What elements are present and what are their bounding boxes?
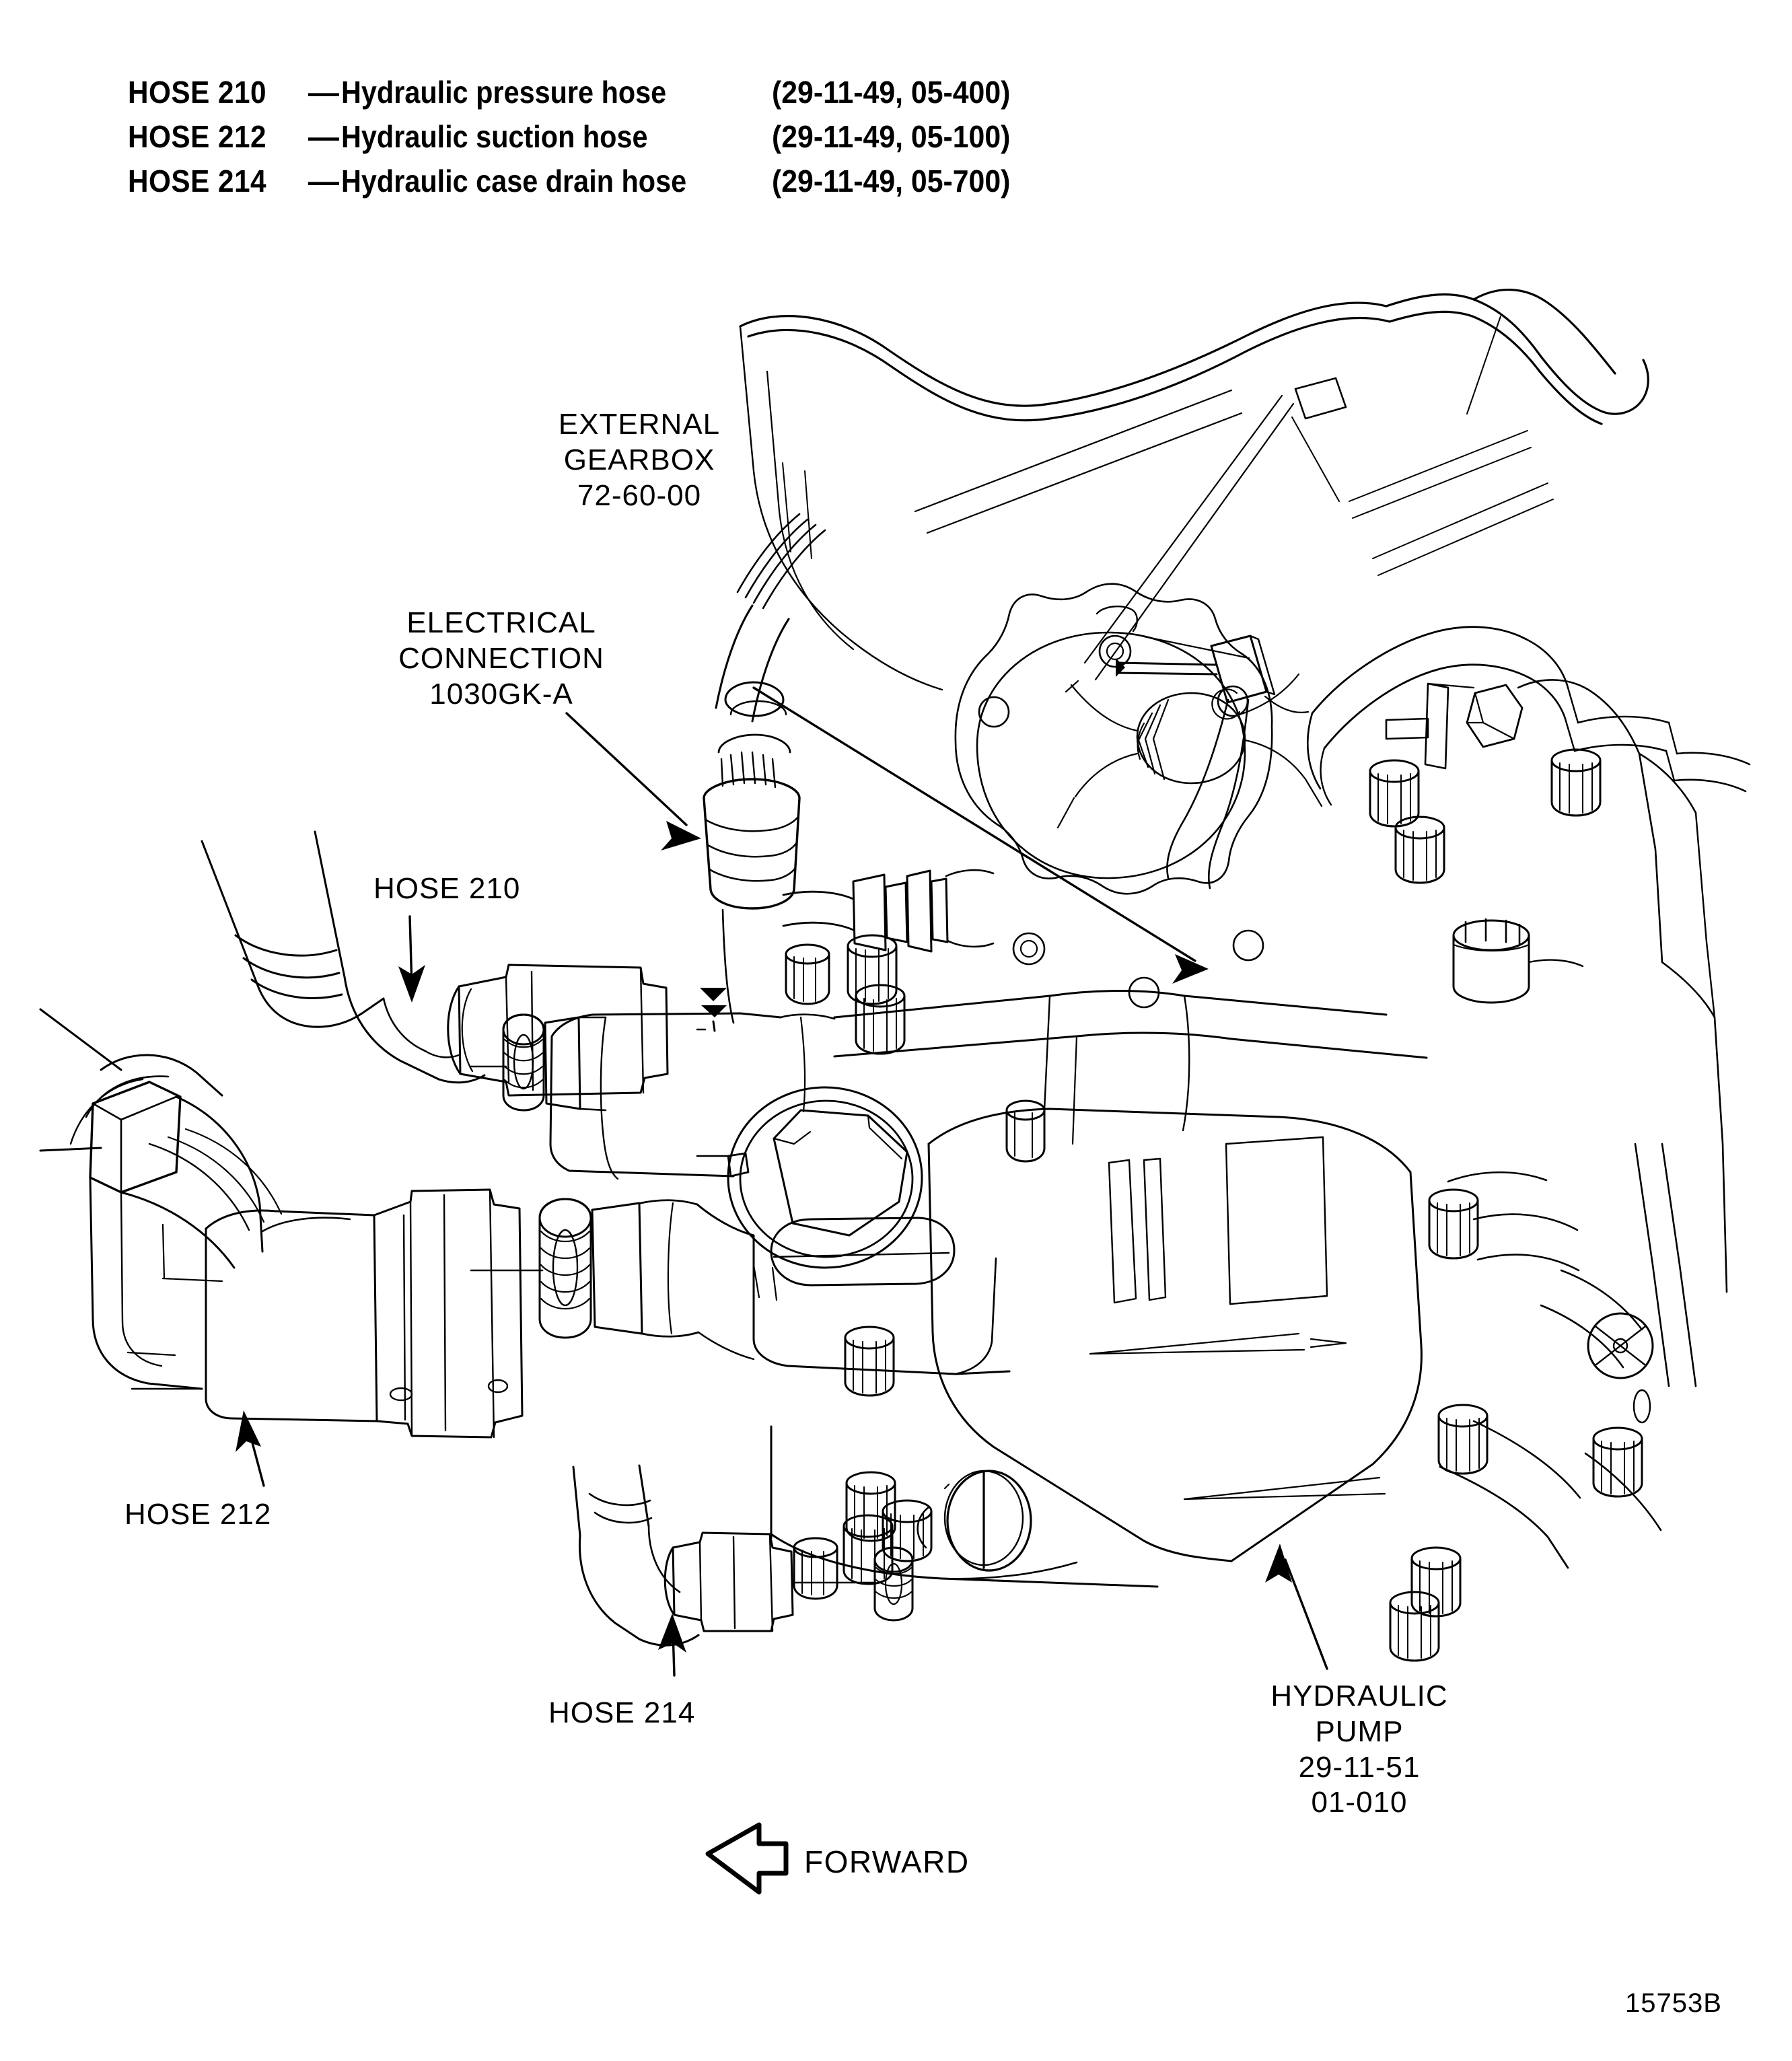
legend-hose-reference: (29-11-49, 05-400) [772,75,1011,110]
splined-nut [1428,1188,1479,1260]
legend-hose-reference: (29-11-49, 05-700) [772,164,1011,198]
splined-nut [785,943,830,1005]
threaded-port-lower [470,1198,700,1339]
hydraulic-pump-body [470,918,1697,1588]
legend-hose-name: HOSE 212 [128,119,266,154]
splined-nut [1410,1546,1462,1618]
legend-dash: — [308,75,339,110]
callout-electrical-connection: ELECTRICAL CONNECTION 1030GK-A [398,606,604,711]
forward-arrow-icon [705,1822,789,1895]
lower-threaded-nipple [873,1546,914,1622]
splined-nut [855,984,906,1055]
hex-port-boss [696,1086,923,1301]
pipe-fitting [782,869,995,953]
hose-210-assembly [201,830,707,1097]
legend-row: HOSE 214 — Hydraulic case drain hose (29… [128,163,1028,207]
legend-hose-reference: (29-11-49, 05-100) [772,119,1011,154]
splined-nut [844,1326,895,1397]
splined-nut [1550,748,1602,817]
legend-hose-description: Hydraulic case drain hose [341,164,687,198]
callout-external-gearbox: EXTERNAL GEARBOX 72-60-00 [558,408,721,512]
legend-dash: — [308,164,339,198]
electrical-connector [703,513,826,1024]
splined-nut [843,1514,894,1585]
cylindrical-accessory [1452,918,1530,1004]
hex-nut [1466,684,1524,748]
splined-nut [1592,1426,1643,1498]
threaded-port-upper [470,1013,607,1112]
legend-hose-name: HOSE 210 [128,75,266,110]
legend-hose-description: Hydraulic suction hose [341,119,648,154]
legend-dash: — [308,119,339,154]
splined-nut [1437,1404,1489,1475]
intake-duct [1306,626,1751,806]
figure-number: 15753B [1625,1988,1722,2018]
legend-hose-description: Hydraulic pressure hose [341,75,667,110]
legend-row: HOSE 212 — Hydraulic suction hose (29-11… [128,118,1028,163]
callout-forward-direction: FORWARD [804,1844,970,1879]
leader-lines [236,686,1328,1677]
hose-212-assembly [39,1008,524,1439]
callout-hose-214: HOSE 214 [548,1696,696,1729]
slotted-plug-right [1587,1312,1654,1379]
splined-nut [1394,816,1445,884]
splined-nut [845,1471,896,1542]
legend-hose-name: HOSE 214 [128,164,266,198]
splined-nut [847,934,898,1005]
legend-row: HOSE 210 — Hydraulic pressure hose (29-1… [128,74,1028,118]
gearbox-round-cover [954,583,1323,1009]
callout-hose-212: HOSE 212 [124,1498,272,1531]
splined-nut [1369,759,1420,828]
splined-nut [1389,1591,1440,1662]
hose-214-assembly [572,1464,876,1647]
hose-legend: HOSE 210 — Hydraulic pressure hose (29-1… [128,74,1028,207]
slotted-plug [943,1470,1032,1572]
external-gearbox-housing [739,289,1649,890]
callout-hydraulic-pump: HYDRAULIC PUMP 29-11-51 01-010 [1270,1679,1448,1819]
callout-hose-210: HOSE 210 [373,872,521,905]
splined-nut [882,1499,933,1562]
splined-nut [793,1537,838,1600]
right-cover-panel [1385,679,1728,1293]
splined-nuts-group [785,748,1643,1662]
